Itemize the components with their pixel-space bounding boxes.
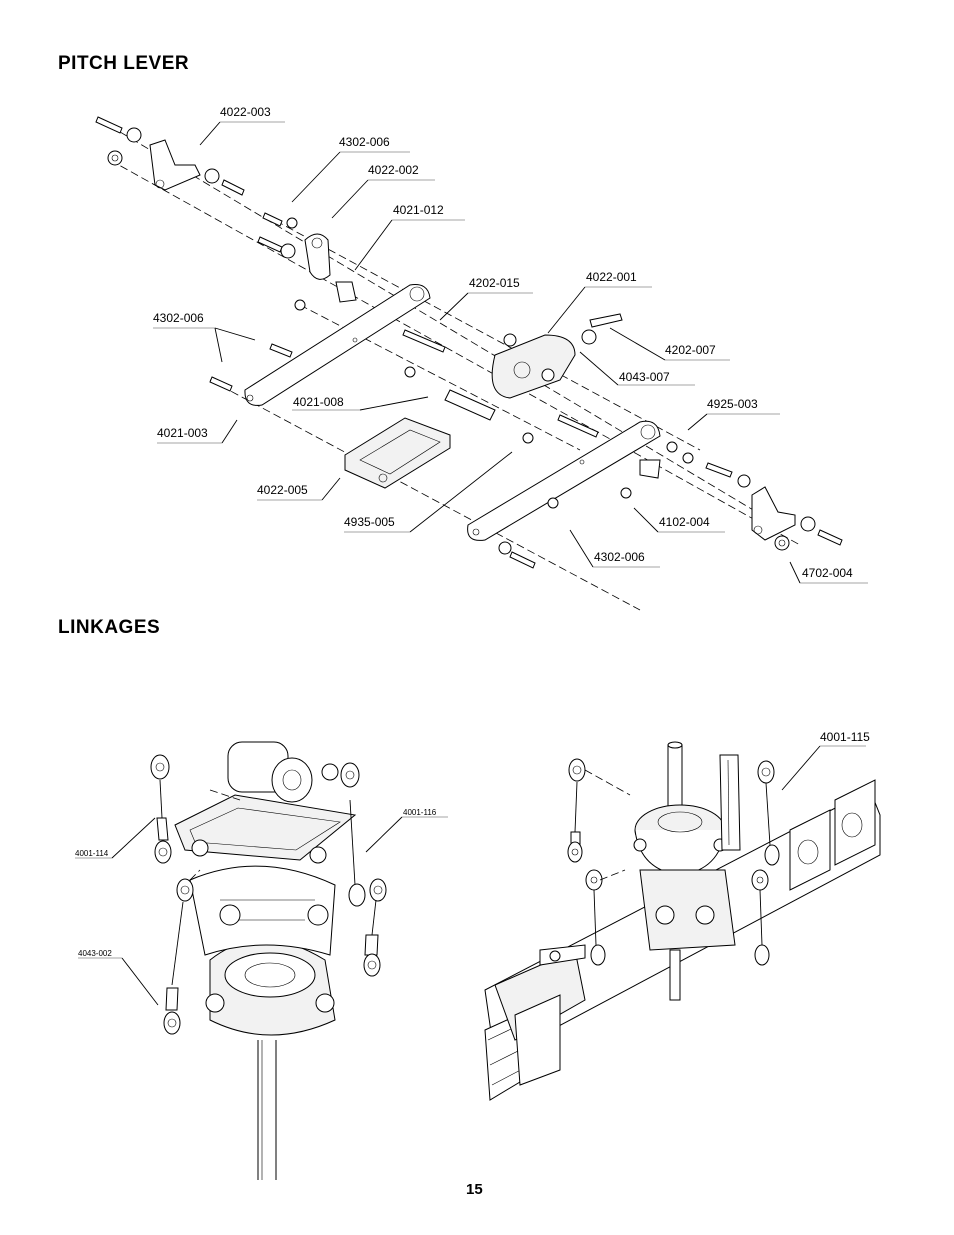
linkages-rotor-head-diagram (75, 741, 448, 1180)
page-number: 15 (466, 1181, 483, 1198)
center-hub (491, 313, 623, 399)
part-label: 4021-008 (293, 395, 344, 409)
lower-long-arm (467, 420, 661, 541)
part-label: 4202-015 (469, 276, 520, 290)
part-label: 4043-002 (78, 949, 112, 958)
part-label: 4022-002 (368, 163, 419, 177)
part-label: 4102-004 (659, 515, 710, 529)
pin (444, 389, 496, 421)
part-label: 4022-005 (257, 483, 308, 497)
part-label: 4022-001 (586, 270, 637, 284)
part-label: 4925-003 (707, 397, 758, 411)
part-label: 4001-116 (403, 808, 437, 817)
part-label: 4001-115 (820, 730, 870, 744)
part-label: 4302-006 (339, 135, 390, 149)
part-label: 4021-003 (157, 426, 208, 440)
pitch-leader-lines (153, 121, 868, 584)
part-label: 4043-007 (619, 370, 670, 384)
part-label: 4001-114 (75, 849, 109, 858)
upper-screws-group (257, 212, 357, 303)
part-label: 4302-006 (594, 550, 645, 564)
upper-long-arm (244, 284, 431, 406)
pitch-lever-right-group (751, 486, 843, 551)
long-screw-upper (402, 329, 446, 353)
part-label: 4202-007 (665, 343, 716, 357)
part-label: 4021-012 (393, 203, 444, 217)
section-title-pitch-lever: PITCH LEVER (58, 53, 190, 74)
yoke (344, 417, 451, 489)
section-title-linkages: LINKAGES (58, 617, 161, 638)
pitch-lever-left-group (95, 116, 245, 196)
part-label: 4302-006 (153, 311, 204, 325)
part-label: 4935-005 (344, 515, 395, 529)
pitch-lever-exploded-diagram (95, 116, 868, 611)
linkages-frame-diagram (484, 741, 881, 1101)
part-label: 4702-004 (802, 566, 853, 580)
part-label: 4022-003 (220, 105, 271, 119)
